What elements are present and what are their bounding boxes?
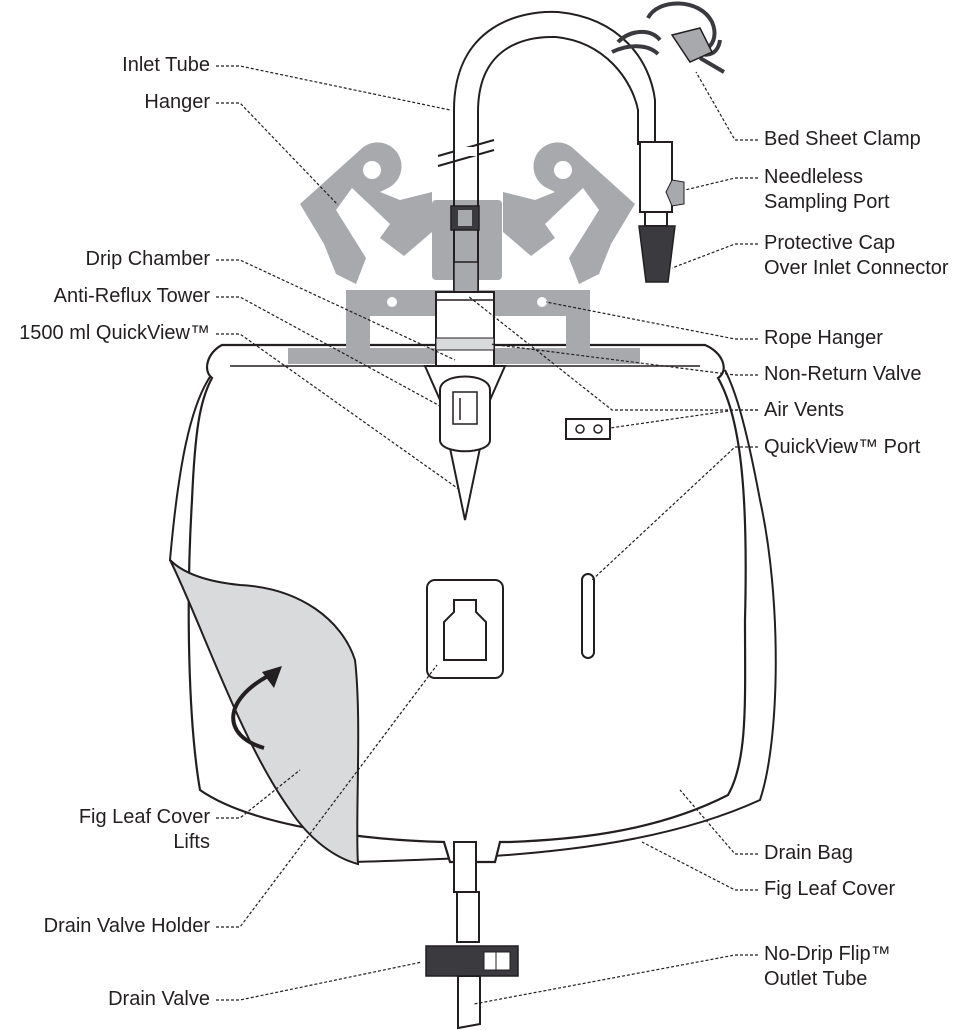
leader-non-return (489, 343, 758, 376)
label-inlet-tube: Inlet Tube (122, 54, 210, 76)
sampling-port-body (639, 141, 673, 213)
bed-sheet-clamp (611, 1, 726, 74)
drip-chamber (435, 291, 495, 367)
fig-leaf-cover-flap (169, 559, 360, 866)
leader-protective-cap (671, 243, 758, 269)
label-non-return-valve: Non-Return Valve (764, 363, 922, 385)
leader-quickview-1500 (216, 333, 461, 491)
leader-bed-sheet-clamp (695, 71, 758, 141)
label-needleless-port-line-1: Needleless (764, 166, 863, 188)
inlet-connector-inner (458, 210, 472, 226)
leader-air-vents-a (467, 295, 758, 411)
protective-cap (638, 225, 676, 283)
clamp-body (670, 27, 714, 63)
rope-hanger-hole-left (387, 297, 397, 307)
label-needleless-port: Needleless Sampling Port (764, 165, 890, 215)
label-fig-leaf-lifts-line-1: Fig Leaf Cover (78, 806, 210, 828)
drip-inlet-stem (453, 261, 479, 295)
hanger-leg-right (566, 316, 590, 348)
leader-quickview-port (591, 446, 758, 581)
quickview-port (581, 573, 595, 659)
leader-drip-chamber (216, 259, 456, 361)
arrowhead-icon (262, 666, 282, 688)
label-fig-leaf-cover: Fig Leaf Cover (764, 878, 896, 900)
drain-valve-window (483, 951, 511, 971)
label-outlet-tube-line-1: No-Drip Flip™ (764, 943, 891, 965)
label-drain-valve-holder: Drain Valve Holder (43, 915, 210, 937)
label-drain-valve: Drain Valve (108, 988, 210, 1010)
label-fig-leaf-lifts-line-2: Lifts (173, 831, 210, 853)
leader-drain-valve-holder (216, 664, 438, 928)
air-vent-hole-2 (593, 424, 603, 434)
cap-neck (644, 211, 668, 227)
air-vents (565, 418, 611, 440)
leader-hanger (216, 102, 339, 206)
hanger-leg-left (346, 316, 370, 348)
leader-anti-reflux (216, 296, 441, 407)
needleless-port-icon (665, 179, 685, 207)
leader-lines (216, 65, 758, 1005)
label-anti-reflux-tower: Anti-Reflux Tower (53, 285, 210, 307)
fig-leaf-cover-outline (168, 369, 777, 864)
label-needleless-port-line-2: Sampling Port (764, 191, 890, 213)
air-vent-hole-1 (575, 424, 585, 434)
label-fig-leaf-lifts: Fig Leaf Cover Lifts (79, 805, 210, 855)
leader-drain-bag (679, 789, 758, 855)
label-drip-chamber: Drip Chamber (85, 248, 210, 270)
curved-arrow-icon (231, 673, 271, 750)
anti-reflux-inner (452, 391, 478, 425)
leader-sampling-port (684, 177, 758, 191)
drain-valve-holder-icon (443, 599, 487, 661)
label-protective-cap-line-1: Protective Cap (764, 232, 896, 254)
label-hanger: Hanger (144, 91, 210, 113)
leader-fig-leaf-cover (641, 841, 758, 891)
label-rope-hanger: Rope Hanger (764, 327, 883, 349)
inlet-tube (453, 10, 656, 290)
label-quickview-port: QuickView™ Port (764, 436, 921, 458)
label-outlet-tube: No-Drip Flip™ Outlet Tube (764, 942, 891, 992)
leader-fig-leaf-lifts (216, 769, 301, 819)
leader-air-vents-b (609, 409, 758, 429)
leader-rope-hanger (545, 301, 758, 340)
leader-outlet-tube (473, 954, 758, 1005)
tube-break-gap (455, 147, 477, 156)
label-air-vents: Air Vents (764, 399, 845, 421)
outlet-tube (457, 975, 481, 1030)
label-protective-cap: Protective Cap Over Inlet Connector (764, 231, 949, 281)
label-drain-bag: Drain Bag (764, 842, 853, 864)
non-return-valve (435, 337, 495, 351)
leader-drain-valve (216, 961, 423, 1001)
label-bed-sheet-clamp: Bed Sheet Clamp (764, 128, 921, 150)
outlet-tube-upper (456, 891, 480, 943)
rope-hanger-hole-right (537, 297, 547, 307)
label-outlet-tube-line-2: Outlet Tube (764, 968, 868, 990)
label-quickview-1500: 1500 ml QuickView™ (19, 322, 210, 344)
label-protective-cap-line-2: Over Inlet Connector (764, 257, 949, 279)
outlet-neck (453, 841, 477, 893)
leader-inlet-tube (216, 65, 451, 111)
